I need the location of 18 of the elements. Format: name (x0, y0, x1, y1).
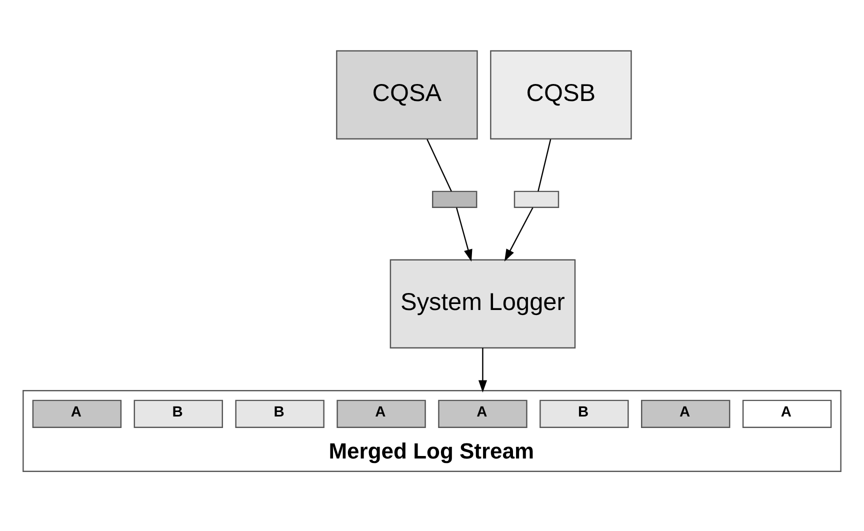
node-box: A (641, 399, 730, 428)
node-box: CQSB (490, 50, 632, 139)
connector (538, 138, 552, 191)
node-box: CQSA (336, 50, 478, 139)
arrow (504, 206, 534, 261)
connector (426, 138, 452, 191)
node-box: System Logger (390, 258, 576, 348)
node-box: B (540, 399, 629, 428)
node-box (514, 190, 560, 208)
node-box: B (235, 399, 324, 428)
node-box: B (134, 399, 223, 428)
node-box: A (32, 399, 122, 428)
node-box (432, 190, 478, 208)
node-box: A (742, 399, 832, 428)
arrow (478, 347, 487, 392)
node-box: A (438, 399, 528, 428)
arrow (456, 206, 472, 262)
node-box: A (336, 399, 426, 428)
